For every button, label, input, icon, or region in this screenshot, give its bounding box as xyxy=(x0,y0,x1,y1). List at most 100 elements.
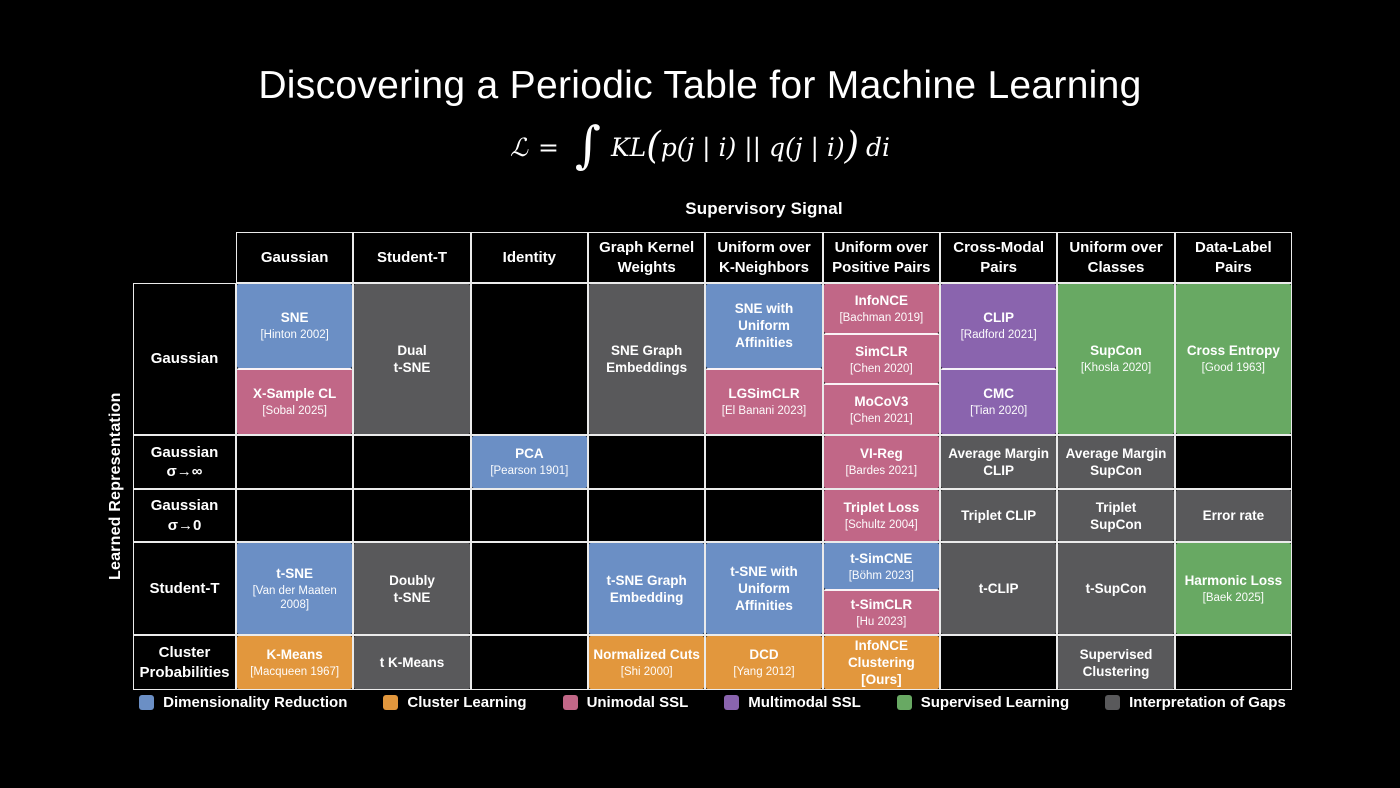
table-cell xyxy=(236,489,354,542)
method-name: Triplet Loss xyxy=(843,499,920,515)
loss-formula: ℒ = ∫ KL ( p(j | i) || q(j | i) ) di xyxy=(0,118,1400,176)
method-block: MoCoV3[Chen 2021] xyxy=(823,383,939,434)
legend-label: Unimodal SSL xyxy=(586,694,689,711)
method-ref: [Macqueen 1967] xyxy=(250,665,340,678)
method-block: t-CLIP xyxy=(941,543,1057,634)
table-cell: t-SimCNE [Böhm 2023] t-SimCLR[Hu 2023] xyxy=(822,542,940,635)
row-label: Cluster Probabilities xyxy=(133,635,236,690)
method-ref: [Böhm 2023] xyxy=(848,569,914,582)
table-cell xyxy=(470,283,588,435)
table-cell: Harmonic Loss[Baek 2025] xyxy=(1174,542,1292,635)
integral-symbol: ∫ xyxy=(574,116,601,174)
legend-label: Multimodal SSL xyxy=(748,694,861,711)
column-header: Data-Label Pairs xyxy=(1174,232,1292,283)
legend-item: Unimodal SSL xyxy=(562,694,689,711)
method-name: Average Margin SupCon xyxy=(1065,446,1167,478)
method-name: Supervised Clustering xyxy=(1079,646,1153,679)
method-name: t K-Means xyxy=(379,655,445,670)
method-block: Triplet CLIP xyxy=(941,490,1057,541)
row-label: Student-T xyxy=(133,542,236,635)
method-ref: [Hinton 2002] xyxy=(260,329,329,342)
method-ref: [Yang 2012] xyxy=(733,665,795,678)
table-cell xyxy=(705,489,823,542)
method-block: t-SimCLR[Hu 2023] xyxy=(823,589,939,634)
loss-symbol: ℒ xyxy=(509,132,528,162)
method-name: t-SNE Graph Embedding xyxy=(606,572,687,605)
table-cell: SupCon [Khosla 2020] xyxy=(1057,283,1175,435)
method-name: DCD xyxy=(749,646,779,662)
legend-item: Supervised Learning xyxy=(896,694,1069,711)
method-block: DCD [Yang 2012] xyxy=(706,636,822,689)
method-name: X-Sample CL xyxy=(253,386,337,402)
open-paren: ( xyxy=(646,123,661,167)
legend-item: Cluster Learning xyxy=(383,694,527,711)
method-ref: [Van der Maaten 2008] xyxy=(252,584,337,611)
table-cell: t K-Means xyxy=(353,635,471,690)
method-block: Error rate xyxy=(1175,490,1291,541)
method-name: Normalized Cuts xyxy=(593,646,700,662)
table-cell xyxy=(940,635,1058,690)
table-corner xyxy=(133,232,236,283)
method-ref: [Radford 2021] xyxy=(960,329,1037,342)
row-label: Gaussian xyxy=(133,283,236,435)
table-cell xyxy=(588,435,706,489)
legend-swatch xyxy=(1105,695,1121,710)
legend-item: Multimodal SSL xyxy=(724,694,861,711)
method-name: SupCon xyxy=(1090,343,1142,359)
table-cell: Average Margin CLIP xyxy=(940,435,1058,489)
method-block: Harmonic Loss[Baek 2025] xyxy=(1175,543,1291,634)
column-header: Student-T xyxy=(353,232,471,283)
method-name: InfoNCE xyxy=(854,292,908,308)
method-block: t K-Means xyxy=(354,636,470,689)
method-name: InfoNCE Clustering [Ours] xyxy=(847,638,915,687)
table-cell: Supervised Clustering xyxy=(1057,635,1175,690)
table-cell: Triplet Loss[Schultz 2004] xyxy=(822,489,940,542)
method-block: CLIP [Radford 2021] xyxy=(941,284,1057,368)
method-block: Supervised Clustering xyxy=(1058,636,1174,689)
column-header: Graph Kernel Weights xyxy=(588,232,706,283)
table-cell: Doubly t-SNE xyxy=(353,542,471,635)
legend-swatch xyxy=(139,695,155,710)
table-cell xyxy=(705,435,823,489)
method-ref: [Bardes 2021] xyxy=(845,465,918,478)
method-block: SNE with Uniform Affinities xyxy=(706,284,822,368)
method-ref: [Bachman 2019] xyxy=(839,311,924,324)
method-block: CMC [Tian 2020] xyxy=(941,367,1057,434)
column-header: Uniform over K-Neighbors xyxy=(705,232,823,283)
method-name: PCA xyxy=(515,446,544,462)
column-header: Uniform over Positive Pairs xyxy=(822,232,940,283)
legend-item: Dimensionality Reduction xyxy=(139,694,347,711)
method-name: t-SNE with Uniform Affinities xyxy=(730,564,798,613)
method-ref: [Tian 2020] xyxy=(970,405,1028,418)
legend-label: Dimensionality Reduction xyxy=(163,694,348,711)
method-name: Average Margin CLIP xyxy=(948,446,1050,478)
method-name: SNE with Uniform Affinities xyxy=(734,301,794,351)
table-cell: Average Margin SupCon xyxy=(1057,435,1175,489)
x-axis-label: Supervisory Signal xyxy=(685,199,843,218)
table-cell: SNE Graph Embeddings xyxy=(588,283,706,435)
method-block: SNE[Hinton 2002] xyxy=(237,284,353,368)
method-block: K-Means[Macqueen 1967] xyxy=(237,636,353,689)
method-ref: [Pearson 1901] xyxy=(490,465,569,478)
method-name: t-CLIP xyxy=(978,581,1019,596)
method-block: VI-Reg [Bardes 2021] xyxy=(823,436,939,488)
method-name: VI-Reg xyxy=(859,446,903,462)
method-block: Triplet SupCon xyxy=(1058,490,1174,541)
method-block: t-SimCNE [Böhm 2023] xyxy=(823,543,939,590)
table-cell: Triplet SupCon xyxy=(1057,489,1175,542)
table-cell: Error rate xyxy=(1174,489,1292,542)
method-name: CMC xyxy=(983,386,1015,402)
method-ref: [Chen 2021] xyxy=(849,413,913,426)
method-block: t-SNE with Uniform Affinities xyxy=(706,543,822,634)
table-cell xyxy=(588,489,706,542)
method-name: CLIP xyxy=(983,310,1015,326)
table-cell: K-Means[Macqueen 1967] xyxy=(236,635,354,690)
table-cell xyxy=(236,435,354,489)
method-ref: [Khosla 2020] xyxy=(1080,362,1152,375)
method-name: Triplet SupCon xyxy=(1090,499,1142,532)
method-name: Dual t-SNE xyxy=(393,343,431,375)
legend-item: Interpretation of Gaps xyxy=(1105,694,1286,711)
method-block: LGSimCLR[El Banani 2023] xyxy=(706,367,822,434)
method-name: t-SimCNE xyxy=(850,550,913,566)
